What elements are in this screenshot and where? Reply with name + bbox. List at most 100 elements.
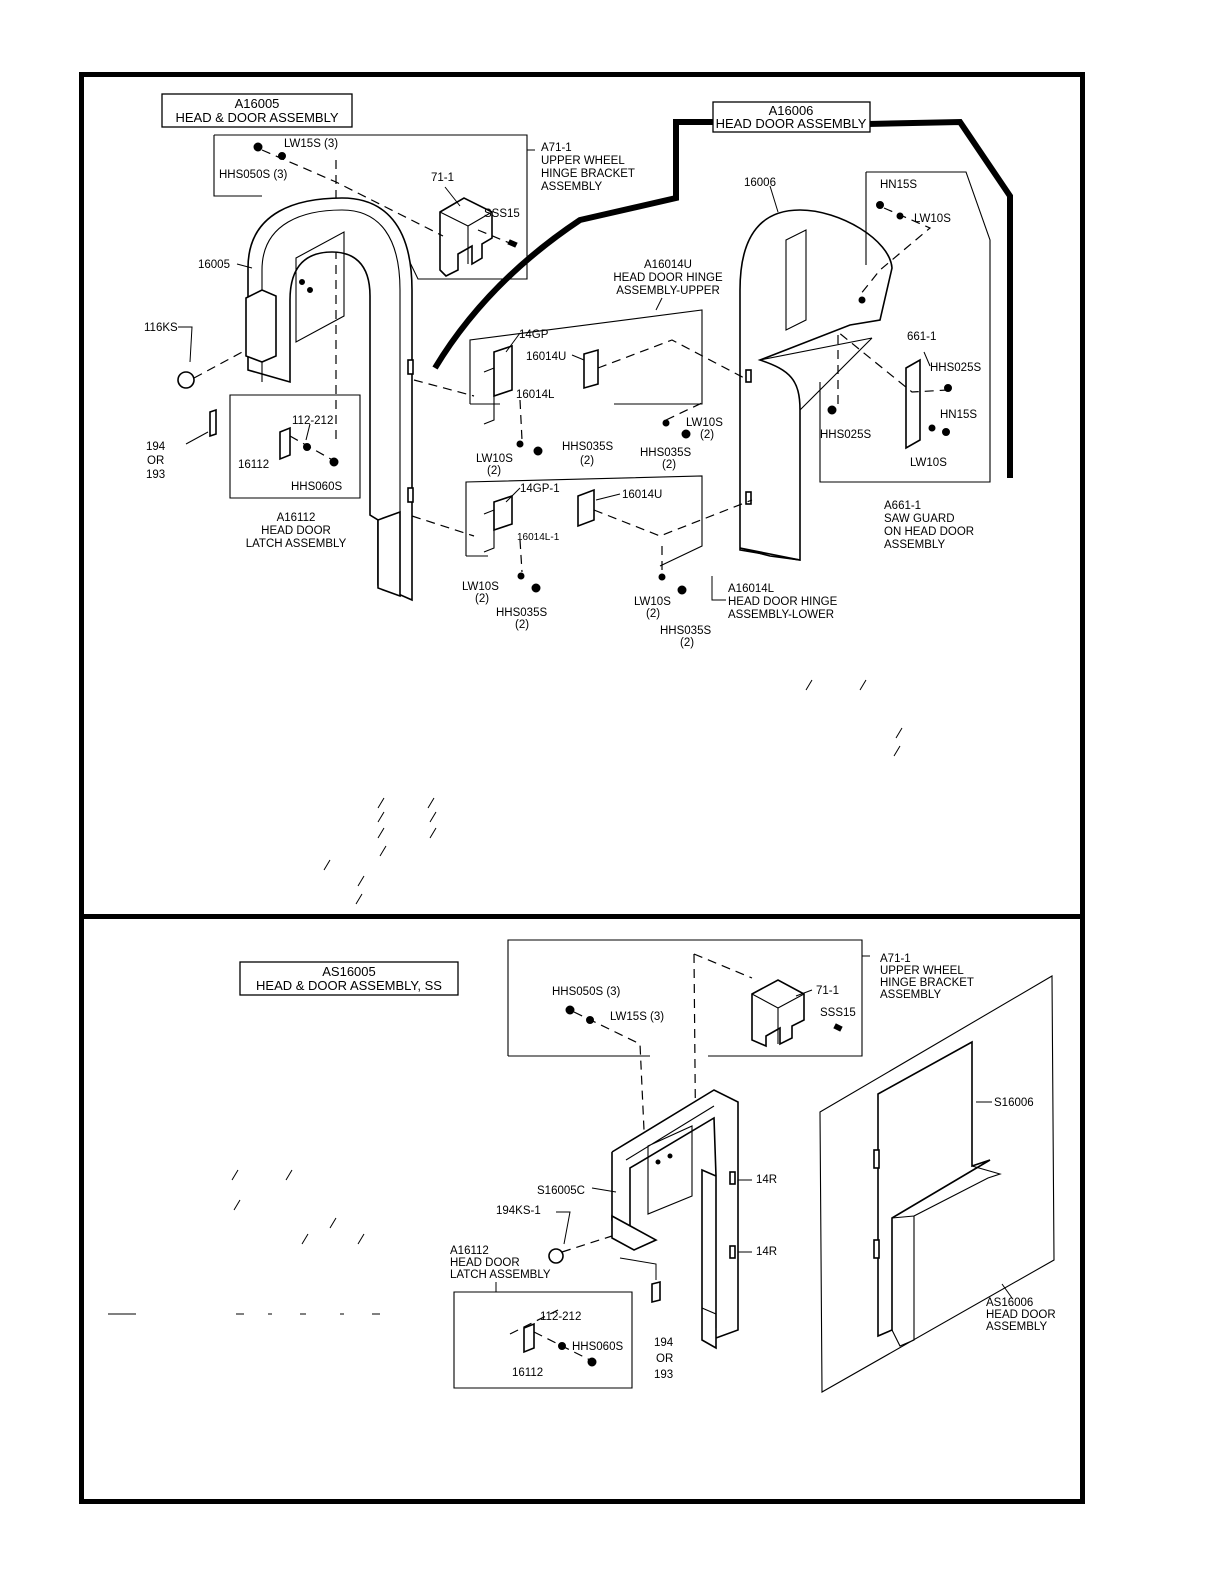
a16014u-line-3: ASSEMBLY-UPPER	[616, 285, 720, 297]
part-116ks: 116KS	[144, 322, 178, 334]
hhs050s-bolt-icon	[253, 142, 263, 152]
bottom-a71-1-line-4: ASSEMBLY	[880, 989, 941, 1001]
part-lw15s: LW15S (3)	[284, 138, 338, 150]
part-or: OR	[147, 455, 164, 467]
knob-194ks-1-icon	[548, 1248, 564, 1264]
bottom-part-or: OR	[656, 1353, 673, 1365]
a661-1-line-1: A661-1	[884, 500, 921, 512]
part-lw10s-a: LW10S	[914, 213, 951, 225]
part-hhs035s-d-qty: (2)	[680, 637, 694, 649]
a71-1-line-1: A71-1	[541, 142, 572, 154]
a16005-title-box: A16005 HEAD & DOOR ASSEMBLY	[161, 93, 353, 128]
part-14gp-1: 14GP-1	[520, 483, 560, 495]
part-hhs025s-b: HHS025S	[820, 429, 871, 441]
part-hn15s-a: HN15S	[880, 179, 917, 191]
bottom-part-hhs050s: HHS050S (3)	[552, 986, 621, 998]
a16006-name: HEAD DOOR ASSEMBLY	[716, 116, 867, 131]
page-frame	[79, 72, 1085, 1504]
a16112-line-1: A16112	[277, 512, 316, 524]
as16006-line-3: ASSEMBLY	[986, 1321, 1047, 1333]
bottom-a71-1-bracket-group: A71-1 UPPER WHEEL HINGE BRACKET ASSEMBLY…	[507, 939, 974, 1181]
as16005-name: HEAD & DOOR ASSEMBLY, SS	[256, 978, 442, 993]
part-16005: 16005	[198, 259, 230, 271]
as16006-head-door-group: S16006 AS16006 HEAD DOOR ASSEMBLY	[819, 975, 1056, 1393]
part-hhs060s: HHS060S	[291, 481, 342, 493]
bottom-a16112-line-2: HEAD DOOR	[450, 1257, 520, 1269]
a16006-code: A16006	[769, 103, 814, 118]
part-16112: 16112	[238, 459, 269, 471]
bottom-part-194: 194	[654, 1337, 674, 1349]
bottom-a16112-line-3: LATCH ASSEMBLY	[450, 1269, 551, 1281]
part-lw10s-c-qty: (2)	[487, 465, 501, 477]
bottom-a71-1-line-2: UPPER WHEEL	[880, 965, 964, 977]
head-door-16006-shape	[739, 209, 893, 561]
part-16014u-a: 16014U	[526, 351, 566, 363]
as16006-line-1: AS16006	[986, 1297, 1033, 1309]
a16005-name: HEAD & DOOR ASSEMBLY	[175, 110, 338, 125]
bottom-part-112-212: 112-212	[540, 1311, 581, 1323]
scan-marks	[323, 679, 903, 905]
bottom-part-sss15: SSS15	[820, 1007, 856, 1019]
as16006-panel-outline	[819, 975, 1055, 1393]
part-hhs035s-b-qty: (2)	[662, 459, 676, 471]
a71-1-bracket-group: A71-1 UPPER WHEEL HINGE BRACKET ASSEMBLY…	[213, 134, 635, 440]
a16006-region-outline	[432, 118, 1013, 478]
part-hhs035s-a: HHS035S	[562, 441, 613, 453]
a16006-title-box: A16006 HEAD DOOR ASSEMBLY	[712, 101, 871, 133]
a16112-line-2: HEAD DOOR	[261, 525, 331, 537]
part-hhs035s-c: HHS035S	[496, 607, 547, 619]
a16014l-line-2: HEAD DOOR HINGE	[728, 596, 838, 608]
a16005-code: A16005	[235, 96, 280, 111]
part-lw10s-f-qty: (2)	[646, 608, 660, 620]
a71-1-line-3: HINGE BRACKET	[541, 168, 635, 180]
part-hhs035s-d: HHS035S	[660, 625, 711, 637]
head-door-16006-group: 16006	[739, 177, 893, 561]
part-lw10s-d: LW10S	[686, 417, 723, 429]
bottom-part-14r-a: 14R	[756, 1174, 777, 1186]
a71-1-line-2: UPPER WHEEL	[541, 155, 625, 167]
part-16006: 16006	[744, 177, 776, 189]
a661-1-sawguard-group: HN15S LW10S 661-1 HHS025S HN15S LW10S HH…	[819, 171, 991, 551]
bottom-part-14r-b: 14R	[756, 1246, 777, 1258]
a16112-latch-group: 112-212 16112 HHS060S A16112 HEAD DOOR L…	[229, 394, 361, 550]
part-112-212: 112-212	[292, 415, 333, 427]
part-hn15s-b: HN15S	[940, 409, 977, 421]
bottom-a71-1-line-3: HINGE BRACKET	[880, 977, 974, 989]
head-16005-shape	[247, 197, 413, 602]
part-71-1: 71-1	[431, 172, 454, 184]
as16005-title-box: AS16005 HEAD & DOOR ASSEMBLY, SS	[239, 961, 459, 996]
bottom-part-194ks-1: 194KS-1	[496, 1205, 541, 1217]
part-lw10s-f: LW10S	[634, 596, 671, 608]
bottom-part-71-1: 71-1	[816, 985, 839, 997]
part-194: 194	[146, 441, 166, 453]
head-16005-group: 16005 116KS 194 OR 193	[144, 197, 414, 602]
part-193: 193	[146, 469, 165, 481]
part-hhs035s-b: HHS035S	[640, 447, 691, 459]
part-lw10s-e: LW10S	[462, 581, 499, 593]
part-16014l: 16014L	[516, 389, 555, 401]
a16014l-line-3: ASSEMBLY-LOWER	[728, 609, 834, 621]
bottom-part-16112: 16112	[512, 1367, 543, 1379]
a661-1-line-2: SAW GUARD	[884, 513, 955, 525]
part-hhs025s-a: HHS025S	[930, 362, 981, 374]
part-14gp: 14GP	[519, 329, 549, 341]
part-lw10s-c: LW10S	[476, 453, 513, 465]
bottom-scan-marks	[108, 1169, 380, 1315]
a16014u-line-1: A16014U	[644, 259, 692, 271]
bottom-part-s16006: S16006	[994, 1097, 1034, 1109]
bottom-part-193: 193	[654, 1369, 673, 1381]
bottom-part-s16005c: S16005C	[537, 1185, 585, 1197]
a16014u-upper-hinge-group: A16014U HEAD DOOR HINGE ASSEMBLY-UPPER 1…	[413, 259, 749, 477]
bottom-part-lw15s: LW15S (3)	[610, 1011, 664, 1023]
as16006-line-2: HEAD DOOR	[986, 1309, 1056, 1321]
part-hhs035s-c-qty: (2)	[515, 619, 529, 631]
a16014l-lower-hinge-group: 14GP-1 16014U 16014L-1 LW10S (2) HHS035S…	[411, 475, 838, 649]
part-sss15: SSS15	[484, 208, 520, 220]
a71-1-line-4: ASSEMBLY	[541, 181, 602, 193]
a16014u-line-2: HEAD DOOR HINGE	[613, 272, 723, 284]
part-661-1: 661-1	[907, 331, 936, 343]
part-hhs035s-a-qty: (2)	[580, 455, 594, 467]
part-hhs050s: HHS050S (3)	[219, 169, 288, 181]
a661-1-line-3: ON HEAD DOOR	[884, 526, 974, 538]
